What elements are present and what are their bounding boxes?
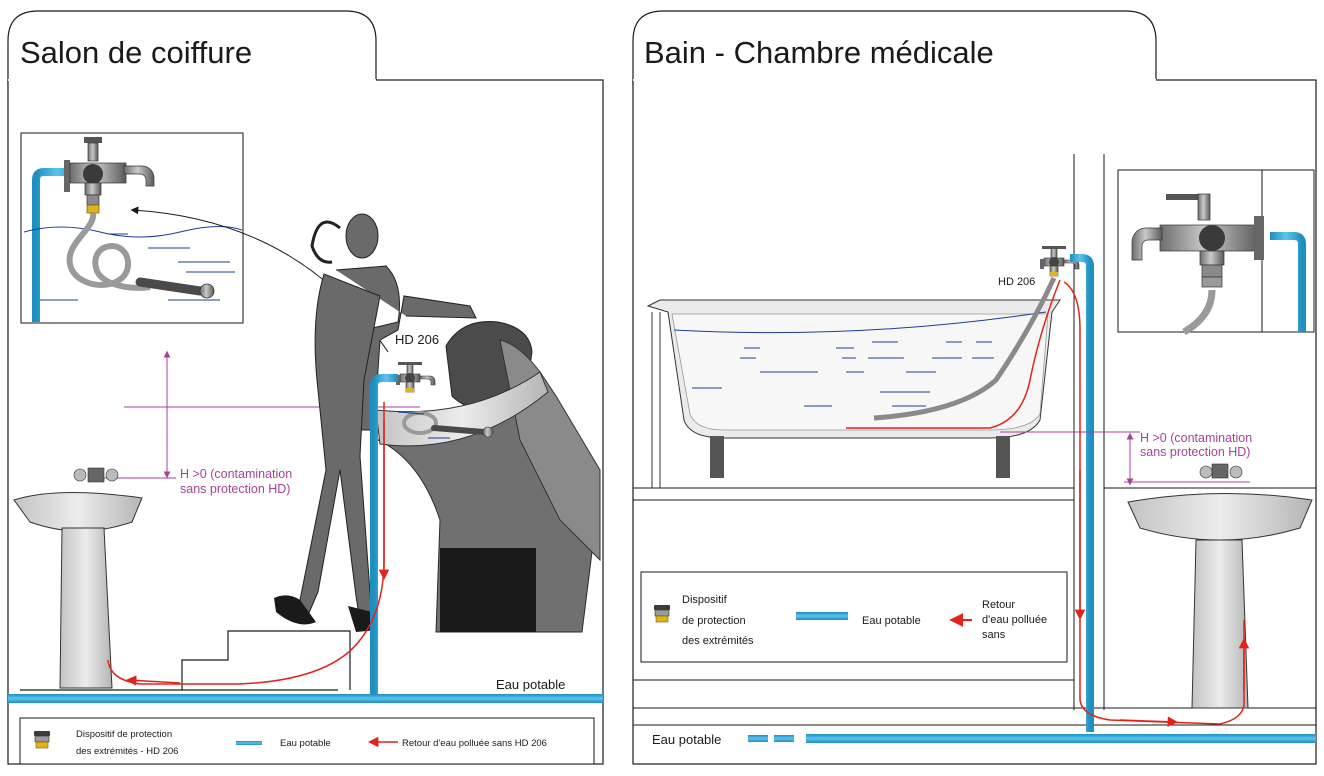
right-legend-protection-3: des extrémités: [682, 635, 754, 647]
tap-icon: [1131, 193, 1264, 288]
right-legend-backflow-1: Retour: [982, 599, 1015, 611]
shower-head-icon: [135, 277, 215, 299]
left-panel: Salon de coiffure: [7, 10, 604, 765]
left-device-label: HD 206: [395, 332, 439, 347]
left-legend-potable: Eau potable: [280, 738, 331, 749]
right-height-note-1: H >0 (contamination: [1140, 431, 1252, 445]
protection-device-icon: [653, 604, 671, 623]
right-inset: [1117, 169, 1315, 336]
hose-icon: [66, 212, 151, 291]
right-legend-backflow-2: d'eau polluée: [982, 614, 1047, 626]
left-water-label: Eau potable: [496, 677, 565, 692]
left-height-note-1: H >0 (contamination: [180, 467, 292, 481]
tap-icon: [64, 137, 155, 214]
left-legend-protection-2: des extrémités - HD 206: [76, 746, 178, 757]
left-legend: Dispositif de protection des extrémités …: [19, 717, 595, 765]
left-inset: [20, 132, 244, 324]
protection-device-icon: [33, 730, 51, 749]
right-legend-backflow-3: sans: [982, 629, 1006, 641]
bath-water-lines: [692, 341, 994, 407]
right-legend-protection-2: de protection: [682, 615, 746, 627]
right-water-label: Eau potable: [652, 732, 721, 747]
right-panel: Bain - Chambre médicale: [632, 10, 1317, 765]
right-legend: Dispositif de protection des extrémités …: [640, 571, 1068, 663]
right-legend-potable: Eau potable: [862, 615, 921, 627]
left-height-note-2: sans protection HD): [180, 482, 290, 496]
right-title: Bain - Chambre médicale: [644, 35, 994, 70]
right-legend-protection-1: Dispositif: [682, 594, 728, 606]
left-legend-protection-1: Dispositif de protection: [76, 729, 172, 740]
left-title: Salon de coiffure: [20, 35, 252, 70]
right-device-label: HD 206: [998, 276, 1035, 288]
right-height-note-2: sans protection HD): [1140, 445, 1250, 459]
washbasin-icon: [13, 467, 143, 689]
left-legend-backflow: Retour d'eau polluée sans HD 206: [402, 738, 547, 749]
